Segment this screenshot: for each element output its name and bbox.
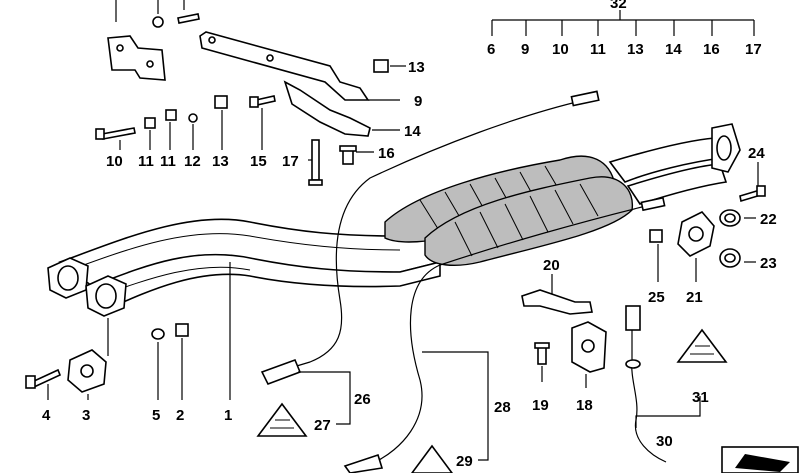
callout-2: 2 [176,407,184,424]
callout-10: 10 [106,153,123,170]
callout-29: 29 [456,453,473,470]
oxygen-sensor-cable-29 [343,196,666,473]
callout-11a: 11 [138,153,154,170]
bolt-10 [95,127,136,140]
hanger-bracket-14 [283,80,371,137]
bolt-17 [308,139,323,186]
callout-12: 12 [184,153,201,170]
callout-5: 5 [152,407,160,424]
callout-1: 1 [224,407,232,424]
callout-25: 25 [648,289,665,306]
ring-23 [719,248,741,268]
nut-24 [739,185,766,203]
leader-lines [47,0,759,461]
bolt-4 [25,368,62,389]
group-32-item: 13 [627,41,644,58]
bracket-top-left [107,35,166,81]
callout-11b: 11 [160,153,176,170]
callout-17: 17 [282,153,299,170]
callout-23: 23 [760,255,777,272]
hanger-bracket-9 [199,31,370,101]
callout-26: 26 [354,391,371,408]
nut-13b [373,59,389,73]
callout-9: 9 [414,93,422,110]
group-32-item: 11 [590,41,606,58]
group-32-item: 16 [703,41,720,58]
callout-13a: 13 [212,153,229,170]
warning-triangle-icon [676,328,728,363]
callout-13b: 13 [408,59,425,76]
callout-18: 18 [576,397,593,414]
washer-5 [151,328,165,340]
callout-19: 19 [532,397,549,414]
bolt-16 [339,145,357,165]
callout-16: 16 [378,145,395,162]
callout-30: 30 [656,433,673,450]
group-32-header: 32 6 9 10 11 13 14 16 17 [487,0,762,58]
bolt-15 [249,95,276,108]
nut-11a [144,117,156,129]
callout-28: 28 [494,399,511,416]
pipe-flange-left-upper [47,257,89,299]
callout-22: 22 [760,211,777,228]
pipe-flange-left-lower [85,275,127,317]
callout-14: 14 [404,123,421,140]
gasket-3 [67,349,107,393]
callout-15: 15 [250,153,267,170]
rubber-mount-18 [571,321,607,373]
bolt-19 [534,342,550,365]
warning-triangle-icon [256,402,308,437]
group-32-item: 6 [487,41,495,58]
group-32-item: 10 [552,41,569,58]
nut-2 [175,323,189,337]
callout-27: 27 [314,417,331,434]
bracket-20 [521,289,593,315]
warning-triangle-icon [411,444,453,473]
callout-31: 31 [692,389,709,406]
flange-gasket-21 [677,211,715,257]
ring-22 [719,209,741,227]
washer-12 [188,113,198,123]
group-32-item: 14 [665,41,682,58]
callout-20: 20 [543,257,560,274]
callout-24: 24 [748,145,765,162]
nut-13a [214,95,228,109]
group-32-item: 17 [745,41,762,58]
callout-32: 32 [610,0,627,12]
page-arrow-icon [721,446,799,473]
bolt-top [177,13,200,24]
callout-labels: 1 2 3 4 5 9 10 11 11 12 13 13 14 15 16 1… [42,59,777,470]
group-32-item: 9 [521,41,529,58]
callout-21: 21 [686,289,703,306]
callout-3: 3 [82,407,90,424]
washer-top-1 [152,16,164,28]
nut-11b [165,109,177,121]
nut-25 [649,229,663,243]
callout-4: 4 [42,407,51,424]
